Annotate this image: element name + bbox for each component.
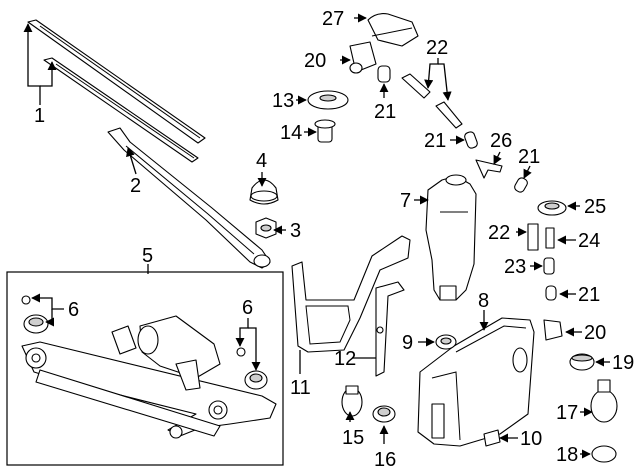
callout-25: 25 bbox=[584, 196, 606, 218]
callout-20-right: 20 bbox=[584, 322, 606, 344]
seal-9 bbox=[435, 334, 457, 350]
callout-3: 3 bbox=[290, 220, 301, 242]
reservoir-filler-neck bbox=[425, 174, 477, 301]
hose-22a bbox=[401, 73, 463, 129]
callout-22-right: 22 bbox=[488, 222, 510, 244]
grommet-6a bbox=[21, 295, 49, 334]
arm-cap bbox=[249, 179, 279, 205]
callout-21-c: 21 bbox=[518, 146, 540, 168]
callout-19: 19 bbox=[612, 352, 634, 374]
tee-26 bbox=[475, 159, 503, 179]
connector-20b bbox=[543, 319, 563, 341]
hose-21d bbox=[545, 285, 557, 301]
grommet-16 bbox=[372, 405, 396, 423]
nozzle-27 bbox=[367, 13, 419, 47]
callout-27: 27 bbox=[322, 8, 344, 30]
washer-reservoir bbox=[417, 317, 535, 447]
wiper-blade bbox=[27, 19, 206, 163]
wiper-motor bbox=[111, 315, 221, 391]
callout-24: 24 bbox=[578, 230, 600, 252]
callout-26: 26 bbox=[490, 130, 512, 152]
pump-17 bbox=[590, 379, 618, 423]
callout-7: 7 bbox=[400, 190, 411, 212]
callout-22-top: 22 bbox=[426, 37, 448, 59]
callout-21-a: 21 bbox=[374, 101, 396, 123]
callout-15: 15 bbox=[342, 427, 364, 449]
callout-8: 8 bbox=[478, 290, 489, 312]
callout-21-d: 21 bbox=[578, 284, 600, 306]
callout-6-right: 6 bbox=[242, 297, 253, 319]
callout-11: 11 bbox=[290, 377, 311, 399]
grommet-6b bbox=[236, 347, 268, 390]
callout-1: 1 bbox=[34, 105, 45, 127]
callout-18: 18 bbox=[556, 444, 578, 466]
callout-14: 14 bbox=[280, 122, 302, 144]
leader-lines bbox=[23, 13, 610, 459]
arm-nut bbox=[255, 217, 277, 239]
small-bracket bbox=[375, 281, 405, 377]
grommet-18 bbox=[591, 445, 617, 463]
grommet-25 bbox=[537, 200, 567, 216]
connector-20a bbox=[349, 41, 377, 74]
callout-21-b: 21 bbox=[424, 130, 446, 152]
grommet-19 bbox=[569, 353, 595, 371]
callout-13: 13 bbox=[272, 90, 294, 112]
callout-5: 5 bbox=[142, 245, 153, 267]
callout-9: 9 bbox=[402, 332, 413, 354]
hose-21b bbox=[464, 131, 478, 149]
nozzle-24 bbox=[545, 227, 555, 249]
nozzle-13 bbox=[307, 90, 349, 110]
callout-17: 17 bbox=[556, 402, 578, 424]
hose-22b bbox=[527, 223, 539, 251]
callout-labels: 1 2 3 4 5 6 6 7 8 9 10 11 12 13 14 15 16… bbox=[34, 8, 634, 471]
callout-6-left: 6 bbox=[68, 299, 79, 321]
wiper-linkage bbox=[21, 341, 277, 439]
hose-21c bbox=[514, 177, 528, 193]
bushing-14 bbox=[314, 119, 336, 143]
wiper-arm bbox=[107, 127, 271, 269]
callout-10: 10 bbox=[520, 428, 542, 450]
callout-20-top: 20 bbox=[304, 50, 326, 72]
callout-2: 2 bbox=[130, 175, 141, 197]
callout-16: 16 bbox=[374, 449, 396, 471]
callout-4: 4 bbox=[256, 150, 267, 172]
pump-15 bbox=[341, 385, 363, 417]
hose-23 bbox=[543, 257, 555, 275]
callout-23: 23 bbox=[504, 256, 526, 278]
callout-12: 12 bbox=[334, 348, 356, 370]
linkage-group-box bbox=[6, 271, 284, 466]
hose-21a bbox=[377, 65, 391, 83]
washer-bracket bbox=[291, 235, 411, 353]
